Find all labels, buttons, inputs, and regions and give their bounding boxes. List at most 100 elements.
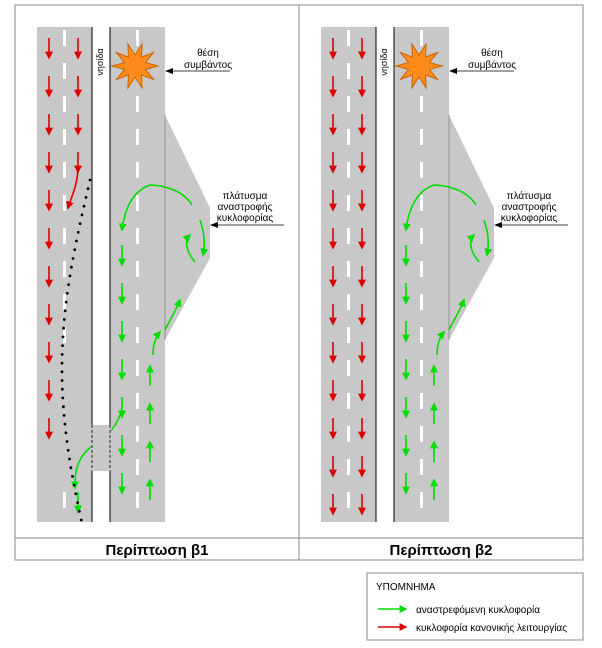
lane-mark-left <box>347 459 350 475</box>
green-arrow-toward-widening <box>164 298 182 331</box>
lane-mark-left <box>63 294 66 310</box>
incident-label-line1: θέση <box>481 47 503 59</box>
lane-mark-right <box>136 393 139 409</box>
widening-label-line1: πλάτυσμα <box>507 190 552 202</box>
diversion-dot <box>76 501 79 504</box>
incident-label-line1: θέση <box>197 47 219 59</box>
diversion-dot <box>60 370 64 374</box>
widening-label-line2: αναστροφής <box>218 201 273 213</box>
green-crossover-curve <box>71 407 123 490</box>
panel-label-b1: Περίπτωση β1 <box>106 542 209 559</box>
diversion-dot <box>78 222 82 226</box>
lane-mark-right <box>420 492 423 508</box>
lane-mark-right <box>420 327 423 343</box>
legend: ΥΠΟΜΝΗΜΑ αναστρεφόμενη κυκλοφορία κυκλοφ… <box>366 572 584 641</box>
diversion-dot <box>76 230 80 234</box>
diversion-dot <box>64 431 68 435</box>
widening-pointer-head <box>494 222 502 228</box>
lane-mark-right <box>420 195 423 211</box>
green-arrow-merge <box>436 330 446 356</box>
incident-pointer-head <box>165 68 173 74</box>
diversion-dot <box>62 405 65 409</box>
lane-mark-right <box>136 426 139 442</box>
incident-burst-icon <box>394 42 444 90</box>
normal-traffic-arrows <box>45 38 82 440</box>
lane-mark-left <box>347 195 350 211</box>
widening-label-line3: κυκλοφορίας <box>217 212 274 224</box>
diversion-dot <box>61 396 65 400</box>
median-label: νησίδα <box>379 48 389 75</box>
legend-item-normal: κυκλοφορία κανονικής λειτουργίας <box>416 622 567 634</box>
lane-mark-left <box>347 426 350 442</box>
incident-burst-icon <box>110 42 160 90</box>
diversion-dot <box>73 248 77 252</box>
lane-mark-right <box>420 426 423 442</box>
diversion-dot <box>69 466 73 470</box>
diversion-dot <box>60 379 64 382</box>
median-crossover <box>92 425 110 471</box>
lane-mark-right <box>136 162 139 178</box>
lane-mark-left <box>347 393 350 409</box>
median-label: νησίδα <box>95 48 105 75</box>
panel-label-b2: Περίπτωση β2 <box>390 542 493 559</box>
diversion-dot <box>61 335 65 339</box>
lane-mark-right <box>420 129 423 145</box>
diversion-dot <box>61 344 64 347</box>
green-arrow-toward-widening <box>448 298 466 331</box>
lane-mark-left <box>63 30 66 46</box>
widening-label-line1: πλάτυσμα <box>223 190 268 202</box>
diversion-dot <box>61 387 64 391</box>
lane-mark-left <box>63 129 66 145</box>
lane-mark-right <box>136 327 139 343</box>
green-loop-right <box>483 219 493 257</box>
lane-mark-right <box>420 162 423 178</box>
normal-traffic-arrows <box>329 38 366 516</box>
lane-mark-right <box>420 261 423 277</box>
green-arrow-merge <box>152 330 162 356</box>
lane-mark-right <box>136 492 139 508</box>
incident-label-line2: συμβάντος <box>468 59 516 71</box>
diversion-dot <box>62 326 65 330</box>
lane-mark-left <box>347 129 350 145</box>
lane-mark-right <box>136 30 139 46</box>
diversion-dot <box>71 257 75 260</box>
diversion-dot <box>72 483 76 487</box>
diversion-dot <box>62 318 66 321</box>
lane-mark-left <box>347 492 350 508</box>
carriageway-right-with-widening <box>394 27 494 522</box>
diversion-dot <box>84 196 88 199</box>
lane-mark-left <box>347 327 350 343</box>
diversion-dot <box>74 492 78 496</box>
lane-mark-left <box>63 162 66 178</box>
widening-pointer-head <box>210 222 218 228</box>
diversion-dot <box>62 414 66 417</box>
green-loop-inner <box>466 233 480 263</box>
lane-mark-right <box>420 459 423 475</box>
incident-label-line2: συμβάντος <box>184 59 232 71</box>
lane-mark-right <box>136 294 139 310</box>
incident-pointer-head <box>449 68 457 74</box>
diversion-dot <box>63 309 67 313</box>
lane-mark-left <box>347 261 350 277</box>
lane-mark-right <box>136 195 139 211</box>
diversion-dot <box>65 291 69 295</box>
lane-mark-left <box>347 96 350 112</box>
diversion-dot <box>80 213 84 217</box>
lane-mark-left <box>347 63 350 79</box>
lane-mark-right <box>420 228 423 244</box>
legend-item-returning: αναστρεφόμενη κυκλοφορία <box>416 604 540 616</box>
lane-mark-right <box>420 96 423 112</box>
lane-mark-left <box>63 96 66 112</box>
lane-mark-right <box>136 459 139 475</box>
green-loop-top <box>402 184 477 232</box>
lane-mark-left <box>63 63 66 79</box>
diversion-dot <box>60 361 64 365</box>
lane-mark-left <box>63 492 66 508</box>
legend-title: ΥΠΟΜΝΗΜΑ <box>376 582 436 593</box>
green-loop-top <box>118 184 193 232</box>
lane-mark-right <box>420 30 423 46</box>
diversion-dot <box>75 239 78 243</box>
